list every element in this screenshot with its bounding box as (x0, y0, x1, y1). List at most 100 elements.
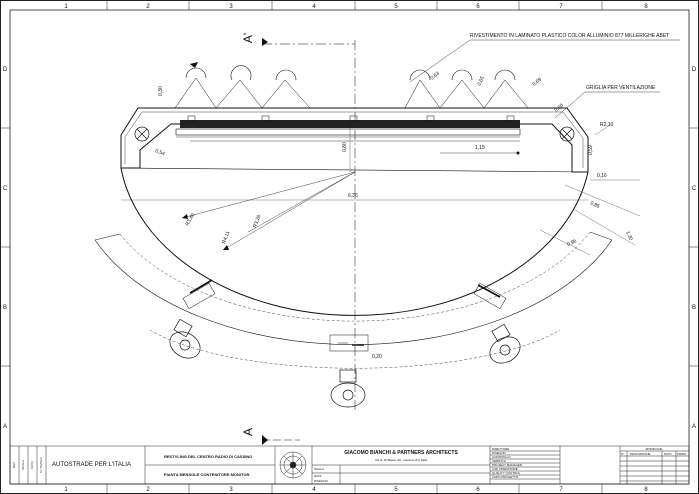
col-label: 8 (644, 487, 648, 493)
revision-table-header: N° DESCRIZIONE DATA FIRMA (621, 452, 686, 456)
grid-column-labels-top: 1 2 3 4 5 6 7 8 (64, 4, 648, 10)
vent-grille-note: GRIGLIA PER VENTILAZIONE (586, 85, 656, 91)
row-label: B (692, 305, 696, 311)
role-label: DISEGNO (492, 451, 507, 455)
col-label: 2 (146, 4, 150, 10)
col-label: 2 (146, 487, 150, 493)
keyboard-left (182, 279, 216, 310)
dim-085: 0,85 (589, 200, 601, 210)
firm-address: Via G. Di Biasio, 90 - Cassino (Fr) Ital… (375, 458, 428, 462)
role-label: DIRETTORE (492, 447, 509, 451)
rail-brackets (187, 115, 515, 122)
section-arrow-top (262, 38, 268, 46)
rev-col-header: N° (621, 452, 625, 456)
client-name: AUTOSTRADE PER L'ITALIA (52, 462, 131, 468)
right-dimension-lines (539, 124, 641, 256)
grid-row-labels-left: D C B A (3, 67, 8, 430)
keyboard-right (473, 282, 507, 310)
role-label: CONTROLLO (492, 455, 511, 459)
rev-col-header: FIRMA (677, 452, 686, 456)
dim-115: 1,15 (475, 145, 485, 151)
rev-label: REV (12, 462, 16, 468)
row-label: A (692, 424, 696, 430)
dim-054: 0,54 (154, 148, 165, 157)
scale-label: SCALA (21, 460, 25, 470)
dim-065: 0,65 (476, 75, 486, 87)
sheet-number-label: N. TAVOLA (39, 457, 43, 472)
row-label: C (692, 186, 697, 192)
operator-ring-inner (119, 231, 591, 322)
firm-logo (279, 451, 307, 479)
firm-name: GIACOMO BIANCHI & PARTNERS ARCHITECTS (344, 450, 458, 456)
dim-016: 0,16 (597, 173, 607, 179)
chair-right (489, 323, 521, 364)
col-label: 6 (476, 487, 480, 493)
plan-drawing (94, 38, 680, 445)
title-block-rev: REV SCALA DATA N. TAVOLA (12, 457, 43, 472)
role-label: PROJECT MANAGER (492, 463, 523, 467)
rev-col-header: DATA (664, 452, 672, 456)
dim-060: 0,60 (553, 103, 564, 114)
col-label: 5 (394, 487, 398, 493)
keyboard-center (329, 334, 369, 352)
role-label: QUALITY CONTROL (492, 471, 521, 475)
dim-030: 0,30 (158, 86, 164, 96)
dim-069: 0,69 (531, 77, 542, 88)
date-label: DATA (30, 461, 34, 469)
title-block (9, 445, 690, 485)
row-label: D (692, 67, 697, 73)
fan-right (559, 126, 575, 142)
field-label: DISEGNO (314, 479, 329, 483)
row-label: B (3, 305, 7, 311)
desk-inner-outline (142, 111, 584, 168)
col-label: 1 (64, 487, 68, 493)
col-label: 8 (644, 4, 648, 10)
col-label: 1 (64, 4, 68, 10)
dim-080: 0,80 (342, 142, 348, 152)
row-label: C (3, 186, 8, 192)
grid-row-labels-right: D C B A (692, 67, 697, 430)
row-label: A (3, 424, 7, 430)
cladding-note: RIVESTIMENTO IN LAMINATO PLASTICO COLOR … (470, 33, 669, 39)
monitor-rail-lower (175, 128, 521, 136)
project-name: RESTYLING DEL CENTRO RADIO DI CASSINO (164, 454, 252, 459)
dimension-labels: 0,30 0,54 0,80 1,15 6,36 0,16 0,85 1,30 … (154, 71, 634, 360)
dim-063: 0,63 (429, 71, 440, 82)
desk-semicircle (120, 167, 589, 316)
role-label: CAD OPERATORE (492, 467, 518, 471)
field-label: DATA (314, 474, 322, 478)
section-mark-bottom: A (241, 428, 255, 436)
col-label: 5 (394, 4, 398, 10)
col-label: 4 (312, 4, 316, 10)
desk-inner-outline-left (124, 111, 143, 164)
col-label: 7 (559, 487, 563, 493)
dim-059: 0,59 (588, 145, 594, 155)
radius-411: R4,11 (221, 230, 231, 244)
radius-leaders (181, 171, 356, 251)
chair-left (169, 318, 201, 359)
rev-col-header: DESCRIZIONE (630, 452, 651, 456)
grid-column-labels-bottom: 1 2 3 4 5 6 7 8 (64, 487, 648, 493)
revision-table-title: MODIFICHE (646, 447, 663, 451)
col-label: 3 (229, 4, 233, 10)
radius-326: R3,26 (252, 214, 262, 229)
drawing-title: PIANTA MENSOLE CONTENITORE MONITOR (164, 472, 250, 477)
role-list: DIRETTORE DISEGNO CONTROLLO VERIFICA PRO… (492, 447, 523, 479)
col-label: 4 (312, 487, 316, 493)
firm-fields: SCALA DATA DISEGNO (314, 467, 329, 483)
chair-path-arc (149, 329, 561, 369)
dim-096: 0,96 (566, 238, 578, 248)
role-label: VERIFICA (492, 459, 506, 463)
desk-front-line (120, 167, 589, 173)
chair-center (330, 369, 366, 408)
col-label: 6 (476, 4, 480, 10)
fan-left (134, 126, 150, 142)
col-label: 7 (559, 4, 563, 10)
col-label: 3 (229, 487, 233, 493)
cladding-arcs (185, 65, 516, 81)
radius-210: R2,10 (600, 122, 614, 128)
section-line (262, 40, 356, 410)
section-mark-top: A' (241, 33, 255, 43)
